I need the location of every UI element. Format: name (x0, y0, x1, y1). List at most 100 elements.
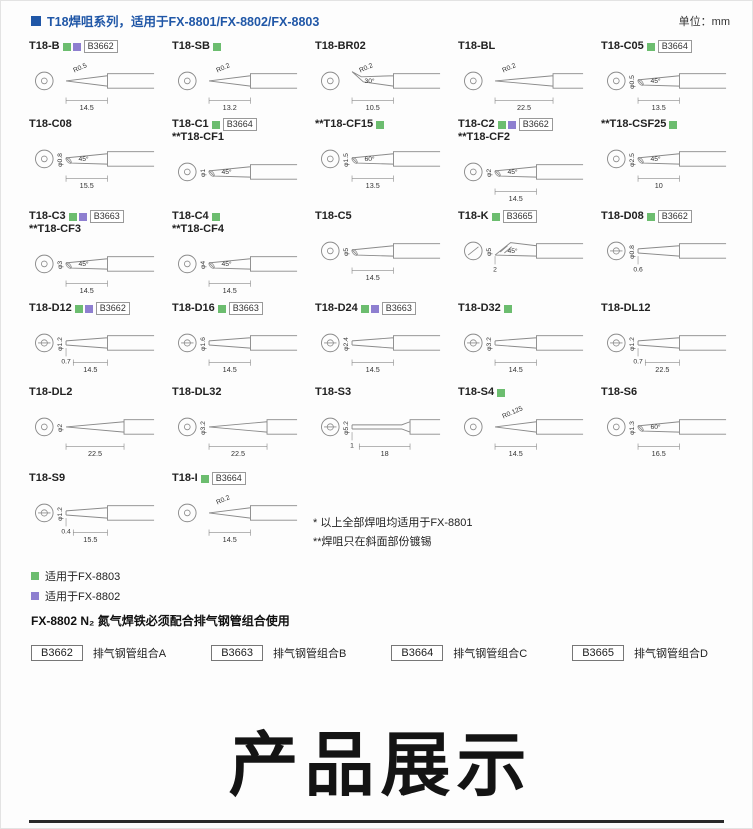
svg-text:10: 10 (655, 181, 663, 190)
svg-text:10.5: 10.5 (366, 103, 380, 112)
svg-text:R0.125: R0.125 (501, 405, 524, 420)
tip-marks (646, 42, 655, 51)
tip-marks (68, 212, 87, 221)
tip-name: T18-S6 (601, 386, 638, 398)
green-square-icon (31, 572, 39, 580)
svg-text:φ5.2: φ5.2 (343, 421, 350, 435)
legend: 适用于FX-8803 适用于FX-8802 (31, 568, 738, 604)
purple-square-icon (84, 304, 93, 313)
tip-marks (503, 304, 512, 313)
svg-text:φ3: φ3 (57, 261, 64, 269)
blue-square-icon (31, 15, 41, 26)
svg-text:φ3.2: φ3.2 (200, 421, 207, 435)
tip-name: T18-D16 (172, 302, 215, 314)
tip-marks (62, 42, 81, 51)
svg-text:45°: 45° (650, 155, 660, 163)
tip-name: T18-D08 (601, 210, 644, 222)
legend-row-fx8802: 适用于FX-8802 (31, 588, 738, 604)
tip-header: T18-D32 (458, 302, 593, 315)
tip-header: T18-K B3665 (458, 210, 593, 223)
tip-name: T18-C05 (601, 40, 644, 52)
bottom-divider (29, 820, 724, 823)
tip-marks (211, 212, 220, 221)
green-square-icon (74, 304, 83, 313)
svg-text:60°: 60° (364, 155, 374, 163)
tip-drawing-svg: R0.2 22.5 (464, 62, 584, 112)
tip-header: T18-DL2 (29, 386, 164, 399)
svg-text:φ1.3: φ1.3 (629, 421, 636, 435)
tip-name: T18-DL12 (601, 302, 651, 314)
tip-name2: **T18-CF2 (458, 131, 510, 143)
svg-text:13.5: 13.5 (652, 103, 666, 112)
tip-marks (646, 212, 655, 221)
svg-text:22.5: 22.5 (655, 365, 669, 374)
green-square-icon (646, 212, 655, 221)
combo-label-b: 排气钢管组合B (273, 648, 347, 660)
tip-badge: B3662 (657, 210, 692, 223)
tip-header: T18-I B3664 (172, 472, 307, 485)
n2-note: FX-8802 N₂ 氮气焊铁必须配合排气钢管组合使用 (31, 614, 290, 628)
svg-text:45°: 45° (650, 77, 660, 85)
tip-drawing-svg: φ2.414.5 (321, 333, 441, 374)
tip-badge: B3662 (518, 118, 553, 131)
svg-text:φ2: φ2 (486, 169, 493, 177)
tip-drawing: φ3.2 22.5 (172, 400, 307, 463)
tip-name: T18-C08 (29, 118, 72, 130)
svg-text:22.5: 22.5 (517, 103, 531, 112)
svg-text:14.5: 14.5 (366, 365, 380, 374)
tip-header: T18-C05 B3664 (601, 40, 736, 53)
purple-square-icon (78, 212, 87, 221)
tip-name: T18-I (172, 472, 198, 484)
tip-name2: **T18-CF1 (172, 131, 224, 143)
tip-name: T18-D12 (29, 302, 72, 314)
tip-name: T18-D32 (458, 302, 501, 314)
tip-name: T18-K (458, 210, 489, 222)
tip-name: T18-C1 (172, 118, 209, 130)
tip-header: T18-SB (172, 40, 307, 53)
tip-marks (200, 474, 209, 483)
tip-badge: B3662 (83, 40, 118, 53)
tip-name: T18-C2 (458, 118, 495, 130)
svg-text:45°: 45° (78, 260, 88, 268)
svg-text:R0.2: R0.2 (358, 62, 374, 74)
svg-text:22.5: 22.5 (231, 449, 245, 458)
combo-code-a: B3662 (31, 645, 83, 661)
tip-name: T18-C4 (172, 210, 209, 222)
tip-marks (212, 42, 221, 51)
green-square-icon (360, 304, 369, 313)
unit-label: 单位：mm (678, 15, 730, 28)
svg-text:R0.2: R0.2 (501, 62, 517, 74)
svg-text:R0.2: R0.2 (215, 494, 231, 506)
svg-text:φ1.2: φ1.2 (629, 337, 636, 351)
tip-name: T18-SB (172, 40, 210, 52)
tip-name: T18-C5 (315, 210, 352, 222)
tip-drawing-svg: R0.214.5 (178, 494, 298, 544)
tip-header: T18-D16 B3663 (172, 302, 307, 315)
svg-text:45°: 45° (507, 168, 517, 176)
green-square-icon (497, 388, 506, 397)
product-display-title: 产品展示 (228, 726, 533, 804)
combo-item-c: B3664 排气钢管组合C (391, 645, 527, 661)
green-square-icon (669, 120, 678, 129)
